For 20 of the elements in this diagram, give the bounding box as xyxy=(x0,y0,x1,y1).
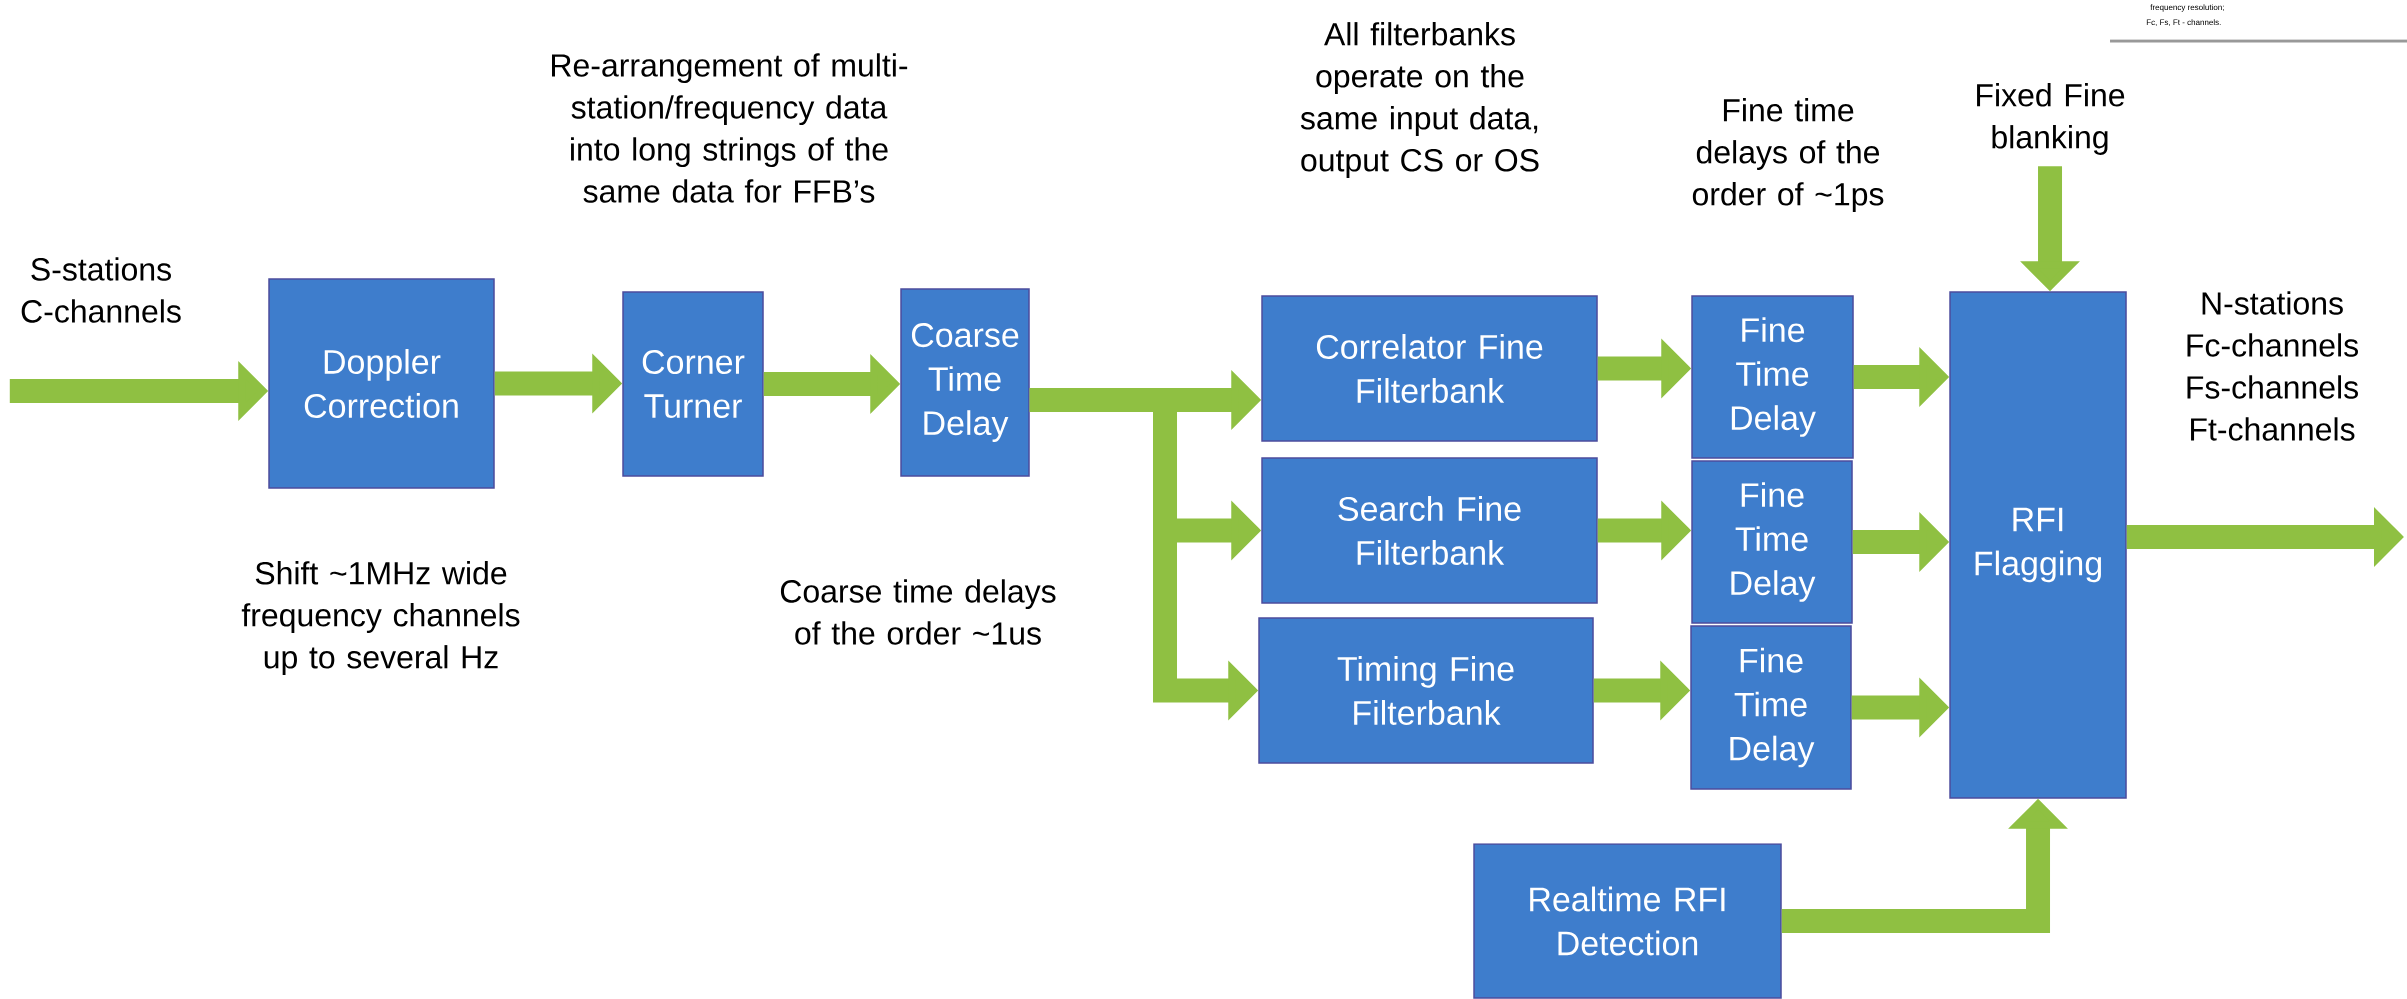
annotation: All filterbanks operate on the same input data, output CS or OS xyxy=(1300,22,1539,178)
annotation: Coarse time delays of the order ~1us xyxy=(780,579,1056,645)
process-box: Fine Time Delay xyxy=(1691,295,1854,459)
process-box: Timing Fine Filterbank xyxy=(1258,617,1594,764)
process-box: Doppler Correction xyxy=(268,278,495,489)
annotation: Fine time delays of the order of ~1ps xyxy=(1692,98,1884,212)
process-box: RFI Flagging xyxy=(1949,291,2127,799)
text-label: S-stations C-channels xyxy=(21,257,181,323)
process-box: Corner Turner xyxy=(622,291,764,477)
process-box: Fine Time Delay xyxy=(1691,460,1853,624)
process-box: Search Fine Filterbank xyxy=(1261,457,1598,604)
screenshot-fragment: frequency resolution; Fc, Fs, Ft - channels. xyxy=(2110,0,2407,43)
annotation: Shift ~1MHz wide frequency channels up to several Hz xyxy=(241,561,520,675)
text-label: Fixed Fine blanking xyxy=(1977,83,2125,155)
process-box: Correlator Fine Filterbank xyxy=(1261,295,1598,442)
process-box: Fine Time Delay xyxy=(1690,625,1852,790)
annotation: Re-arrangement of multi-station/frequency data into long strings of the same data for FFB’s xyxy=(552,53,908,203)
process-box: Realtime RFI Detection xyxy=(1473,843,1782,999)
annotation: N-stations Fc-channels Fs-channels Ft-channels xyxy=(2187,291,2358,441)
process-box: Coarse Time Delay xyxy=(900,288,1030,477)
